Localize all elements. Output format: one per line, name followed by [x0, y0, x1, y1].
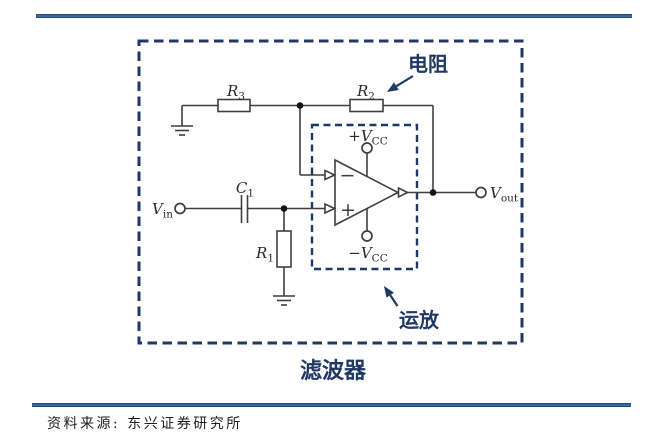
- label-c1-sub: 1: [247, 188, 254, 200]
- label-r1: R1: [255, 244, 274, 265]
- label-vin: Vin: [152, 200, 173, 221]
- annotation-resistor-label: 电阻: [408, 52, 448, 76]
- ground-icon: [273, 295, 295, 306]
- label-r1-sub: 1: [267, 253, 274, 265]
- label-vin-main: V: [152, 200, 165, 218]
- label-vout-main: V: [490, 184, 503, 202]
- arrow-shaft: [389, 294, 399, 307]
- annotation-opamp-label: 运放: [399, 308, 440, 332]
- label-vcc-minus: −VCC: [348, 244, 387, 265]
- label-r3-main: R: [226, 82, 238, 100]
- label-vcc-minus-main: −V: [348, 244, 374, 262]
- resistor-annotation-arrow: [387, 75, 414, 92]
- opamp-triangle: [334, 158, 400, 227]
- label-vin-sub: in: [163, 209, 173, 221]
- arrow-head-icon: [384, 286, 394, 298]
- vcc-minus-terminal: [361, 230, 373, 242]
- label-vout-sub: out: [501, 193, 519, 205]
- label-r1-main: R: [255, 244, 267, 262]
- source-line: 资料来源: 东兴证券研究所: [47, 413, 607, 433]
- input-arrowhead-icon: [324, 169, 337, 181]
- figure-caption: 滤波器: [300, 359, 367, 384]
- resistor-r1-body: [276, 230, 292, 268]
- opamp-annotation-arrow: [384, 286, 399, 307]
- filter-boundary-box: [137, 39, 524, 345]
- junction-dot: [280, 205, 288, 212]
- label-vcc-plus-main: +V: [348, 127, 374, 145]
- output-arrowhead-icon: [397, 186, 410, 199]
- junction-dot: [296, 102, 304, 109]
- vcc-plus-terminal: [361, 142, 373, 154]
- label-r2: R2: [356, 82, 375, 103]
- label-vout: Vout: [490, 184, 519, 205]
- label-vcc-plus-sub: CC: [372, 136, 388, 148]
- bottom-rule: [32, 403, 631, 407]
- capacitor-c1-body: [240, 195, 249, 223]
- arrow-shaft: [395, 75, 414, 88]
- label-c1: C1: [236, 179, 254, 200]
- opamp-noninverting-sign: +: [340, 199, 356, 221]
- label-r3-sub: 3: [238, 91, 245, 103]
- junction-dot: [429, 189, 437, 196]
- resistor-r2-body: [349, 98, 384, 113]
- label-vcc-minus-sub: CC: [372, 253, 388, 265]
- input-arrowhead-icon: [324, 202, 337, 215]
- opamp-boundary-box: [310, 123, 419, 271]
- label-r2-sub: 2: [368, 91, 375, 103]
- ground-icon: [171, 125, 193, 136]
- vout-terminal: [475, 186, 487, 199]
- source-value: 东兴证券研究所: [127, 416, 243, 432]
- circuit-wires: [181, 104, 476, 296]
- label-vcc-plus: +VCC: [348, 127, 387, 148]
- label-r3: R3: [226, 82, 245, 103]
- source-label: 资料来源:: [47, 416, 121, 432]
- resistor-r3-body: [217, 98, 251, 113]
- label-r2-main: R: [356, 82, 368, 100]
- arrow-head-icon: [387, 82, 399, 92]
- vin-terminal: [174, 202, 186, 215]
- opamp-inverting-sign: −: [340, 165, 356, 187]
- label-c1-main: C: [236, 179, 248, 197]
- top-rule: [36, 14, 632, 18]
